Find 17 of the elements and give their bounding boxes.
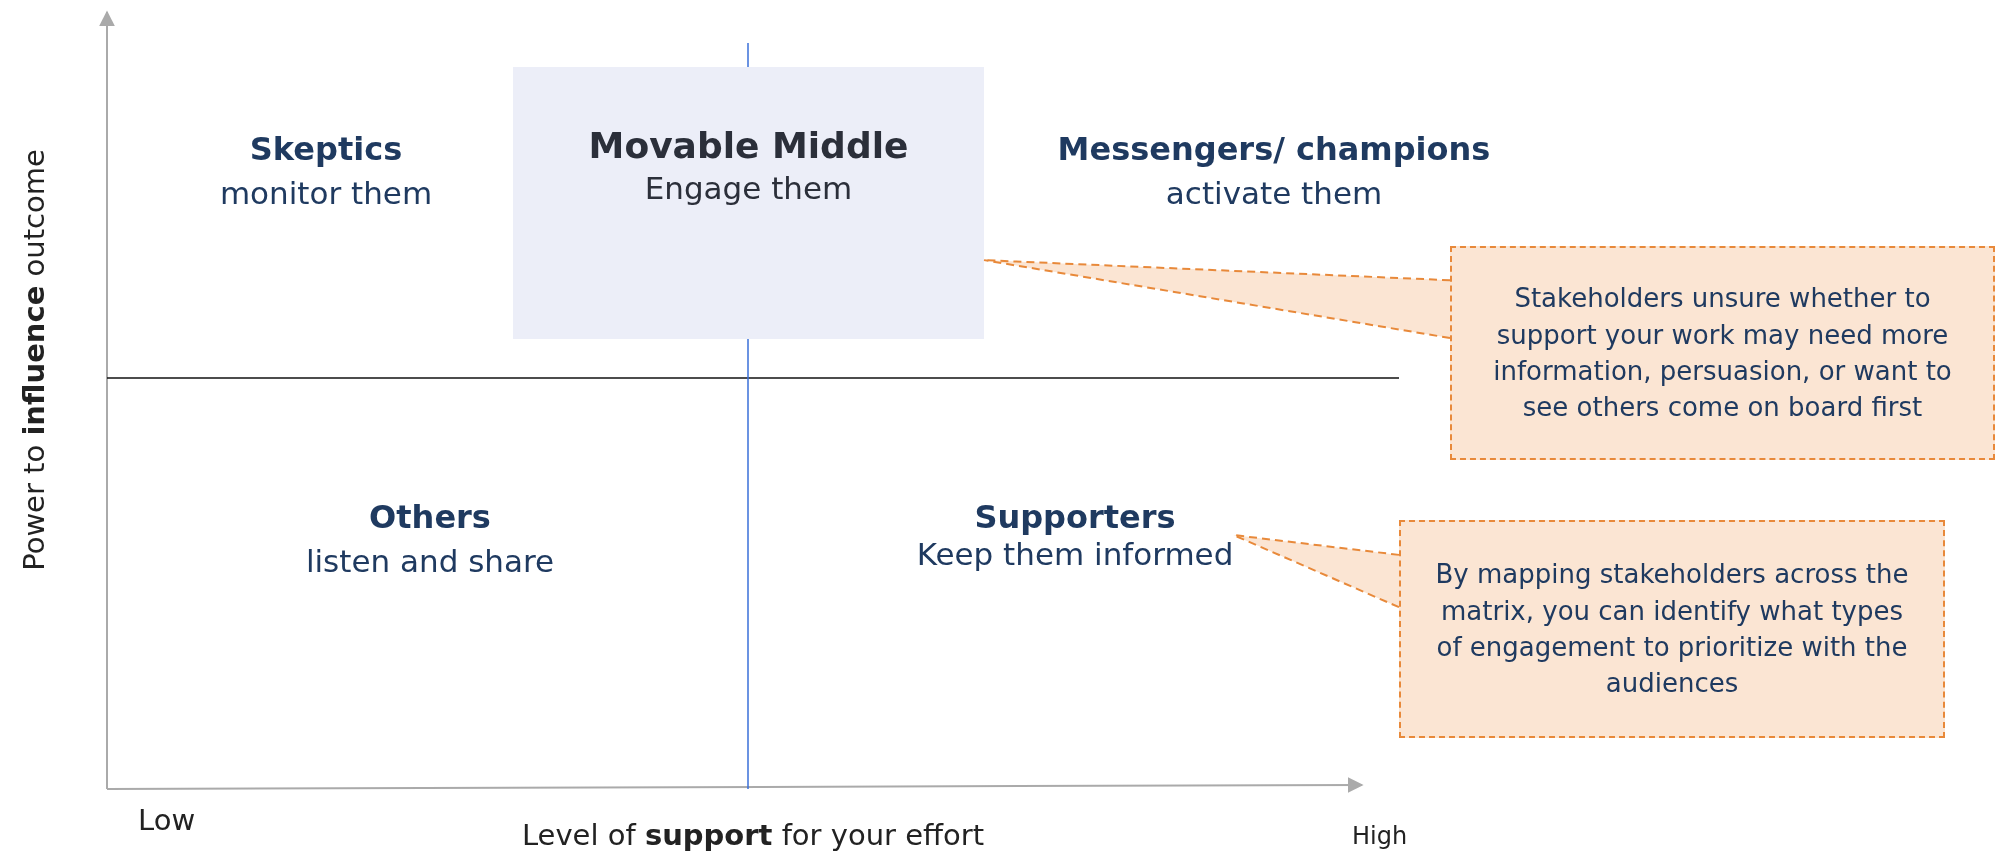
- quadrant-title: Movable Middle: [588, 125, 909, 166]
- callout-box: Stakeholders unsure whether to support your work may need more information, persuasion, or want to see others come on board first: [1450, 246, 1995, 460]
- quadrant-subtitle: listen and share: [305, 543, 555, 579]
- quadrant-subtitle: Engage them: [644, 170, 853, 206]
- quadrant-title: Messengers/ champions: [1057, 130, 1491, 168]
- quadrant-subtitle: activate them: [1165, 175, 1383, 211]
- axis-tick-label: High: [1352, 822, 1408, 850]
- quadrant-subtitle: monitor them: [219, 175, 433, 211]
- quadrant-title: Supporters: [974, 498, 1176, 536]
- quadrant-subtitle: Keep them informed: [916, 536, 1234, 572]
- quadrant-title: Others: [369, 498, 491, 536]
- axis-title: Level of support for your effort: [521, 818, 985, 852]
- axis-tick-label: Low: [138, 803, 196, 837]
- axis-title: Power to influence outcome: [17, 149, 51, 571]
- quadrant-box: [513, 67, 984, 339]
- callout-box: By mapping stakeholders across the matrix, you can identify what types of engagement to prioritize with the audiences: [1399, 520, 1945, 738]
- quadrant-title: Skeptics: [249, 130, 403, 168]
